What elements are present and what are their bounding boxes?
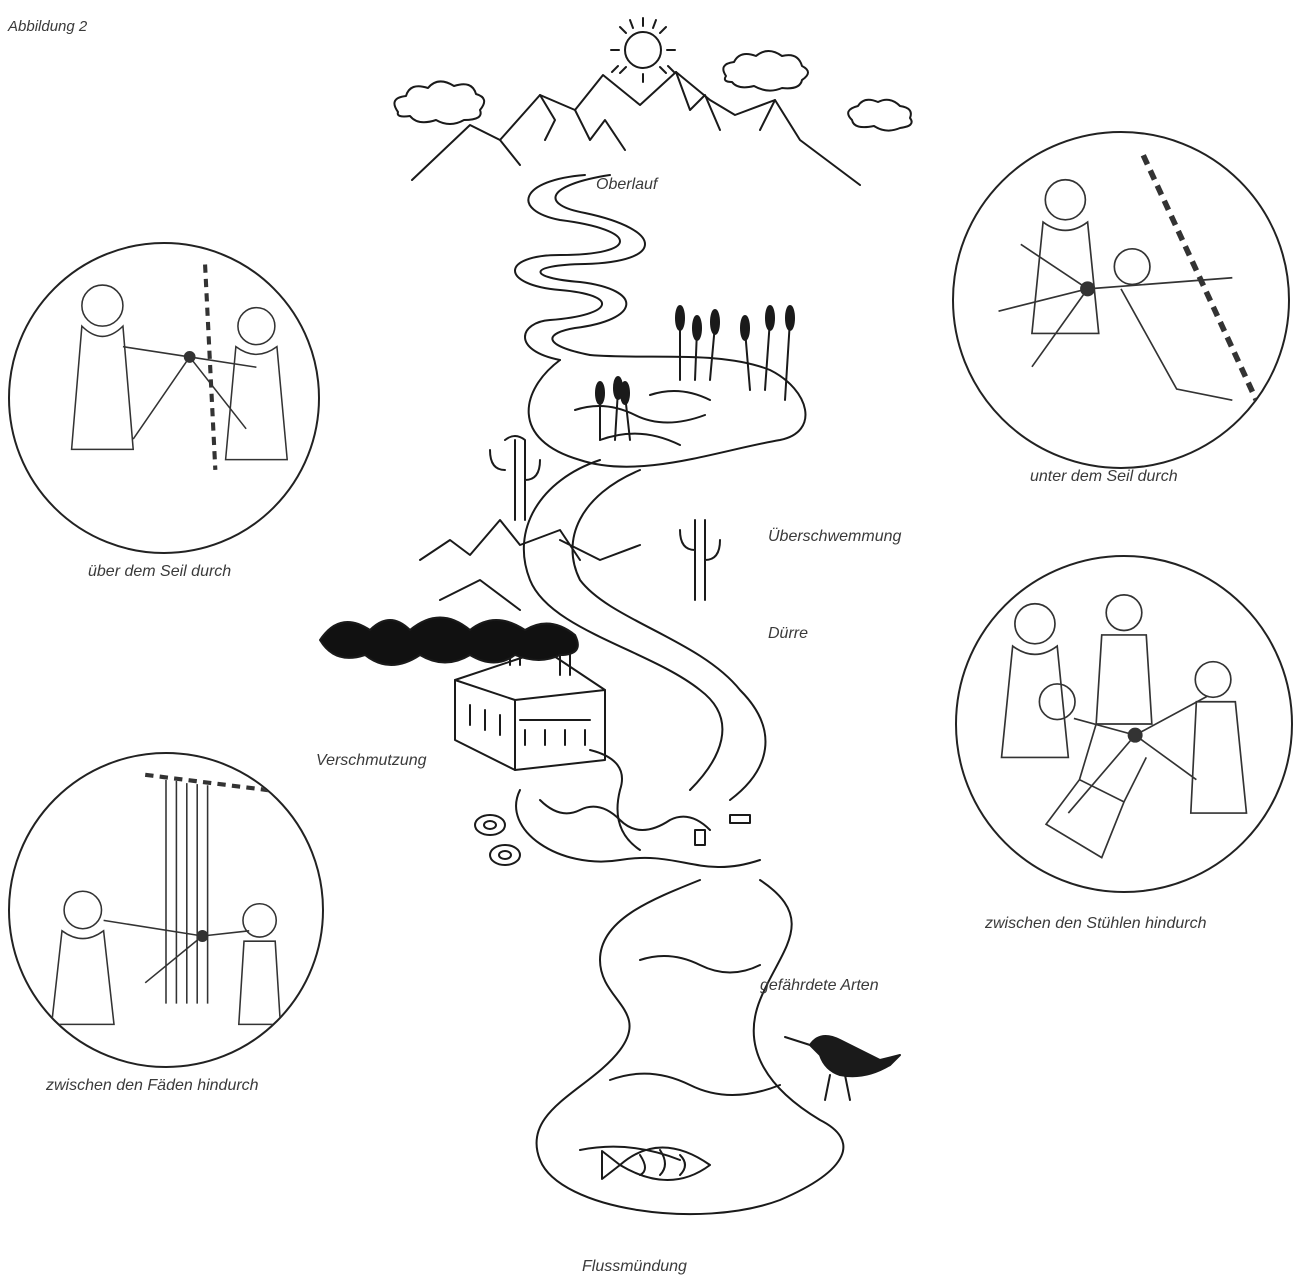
cattail-icon — [596, 306, 794, 440]
group-activity-illustration — [954, 133, 1288, 467]
label-flood: Überschwemmung — [768, 528, 901, 546]
vignette-caption-under-rope: unter dem Seil durch — [1030, 468, 1178, 486]
bird-icon — [785, 1036, 900, 1100]
vignette-between-threads — [8, 752, 324, 1068]
figure-label: Abbildung 2 — [8, 18, 87, 35]
label-pollution: Verschmutzung — [316, 752, 427, 770]
cloud-icon — [723, 51, 808, 91]
vignette-caption-over-rope: über dem Seil durch — [88, 563, 231, 581]
sun-icon — [611, 18, 675, 82]
label-endangered-species: gefährdete Arten — [760, 977, 879, 995]
vignette-over-rope — [8, 242, 320, 554]
group-activity-illustration — [10, 244, 318, 552]
cloud-icon — [394, 81, 484, 124]
tire-icon — [475, 815, 520, 865]
cloud-icon — [848, 100, 911, 131]
mountain-icon — [412, 72, 860, 185]
label-headwaters: Oberlauf — [596, 176, 657, 194]
vignette-caption-between-threads: zwischen den Fäden hindurch — [46, 1077, 259, 1095]
label-estuary: Flussmündung — [582, 1258, 687, 1276]
vignette-caption-between-chairs: zwischen den Stühlen hindurch — [985, 915, 1206, 933]
group-activity-illustration — [957, 557, 1291, 891]
smoke-icon — [320, 618, 578, 666]
label-drought: Dürre — [768, 625, 808, 643]
vignette-under-rope — [952, 131, 1290, 469]
vignette-between-chairs — [955, 555, 1293, 893]
group-activity-illustration — [10, 754, 322, 1066]
